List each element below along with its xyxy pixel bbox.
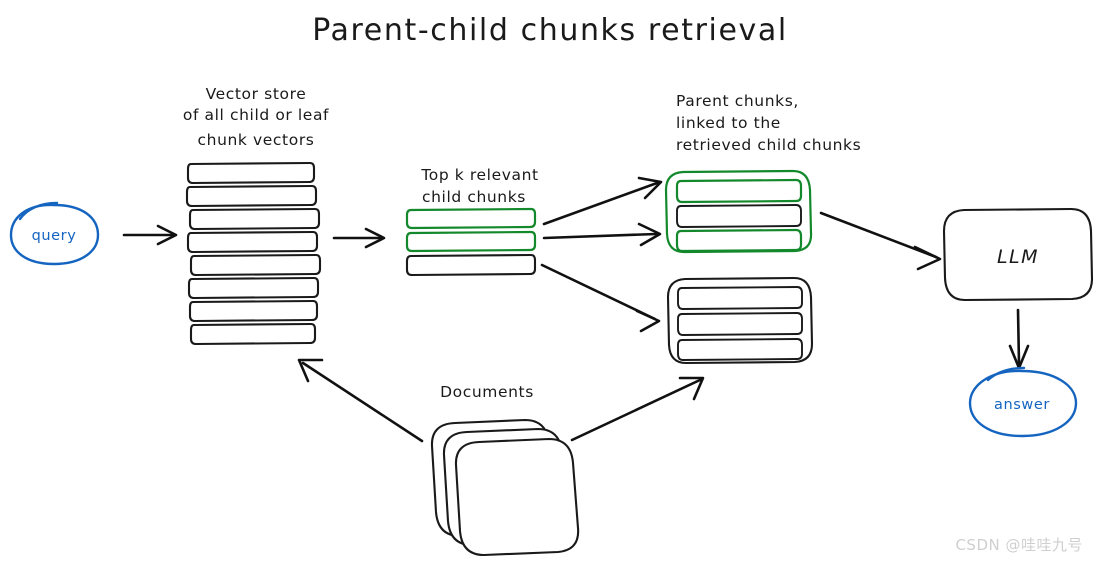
top-k-label-line-2: child chunks — [422, 188, 526, 206]
vector-store-bar[interactable] — [189, 253, 322, 277]
page-title: Parent-child chunks retrieval — [312, 13, 788, 48]
documents-label: Documents — [440, 383, 534, 401]
vector-store-bar[interactable] — [188, 207, 321, 231]
top-k-chunk-1[interactable] — [405, 207, 537, 230]
vector-store-label-line-3: chunk vectors — [198, 131, 315, 149]
vector-store-bar[interactable] — [186, 161, 316, 185]
node-query-label: query — [32, 228, 77, 244]
top-k-label: Top k relevant child chunks — [420, 166, 538, 206]
node-llm-label: LLM — [997, 246, 1039, 268]
vector-store-label-line-2: of all child or leaf — [183, 106, 329, 124]
parent-chunks-label-line-1: Parent chunks, — [676, 92, 799, 110]
vector-store-bar[interactable] — [185, 184, 318, 208]
vector-store-bar[interactable] — [187, 276, 320, 300]
node-answer-label: answer — [994, 397, 1050, 413]
arrow-parent-to-llm — [819, 211, 942, 271]
arrow-topk-3-to-parent-second — [540, 263, 661, 333]
top-k-chunk-2[interactable] — [405, 230, 537, 253]
top-k-label-line-1: Top k relevant — [420, 166, 538, 184]
arrow-documents-to-parent-second — [570, 376, 705, 442]
parent-chunks-label: Parent chunks, linked to the retrieved c… — [676, 92, 861, 154]
parent-chunks-label-line-3: retrieved child chunks — [676, 136, 861, 154]
vector-store-label: Vector store of all child or leaf chunk … — [183, 85, 329, 149]
documents-stack[interactable] — [430, 418, 580, 557]
parent-chunks-label-line-2: linked to the — [676, 114, 781, 132]
parent-chunk-second[interactable] — [666, 276, 814, 365]
arrow-topk-1-to-parent-matched — [542, 176, 663, 226]
arrow-llm-to-answer — [1008, 308, 1030, 370]
arrow-query-to-vector-store — [122, 224, 178, 246]
top-k-chunk-3[interactable] — [405, 253, 537, 277]
document-sheet — [454, 437, 580, 557]
node-llm[interactable]: LLM — [942, 207, 1094, 302]
arrow-vector-store-to-topk — [332, 227, 386, 249]
top-k-chunks[interactable] — [405, 207, 537, 277]
vector-store-bar[interactable] — [186, 230, 319, 254]
arrow-topk-2-to-parent-matched — [542, 222, 662, 247]
node-answer[interactable]: answer — [968, 366, 1078, 438]
vector-store[interactable] — [185, 161, 322, 346]
node-query[interactable]: query — [9, 201, 100, 266]
arrow-documents-to-vector-store — [297, 358, 424, 443]
vector-store-label-line-1: Vector store — [206, 85, 307, 103]
watermark: CSDN @哇哇九号 — [955, 536, 1083, 554]
parent-chunk-matched[interactable] — [664, 169, 813, 254]
vector-store-bar[interactable] — [188, 299, 319, 323]
vector-store-bar[interactable] — [189, 322, 317, 346]
